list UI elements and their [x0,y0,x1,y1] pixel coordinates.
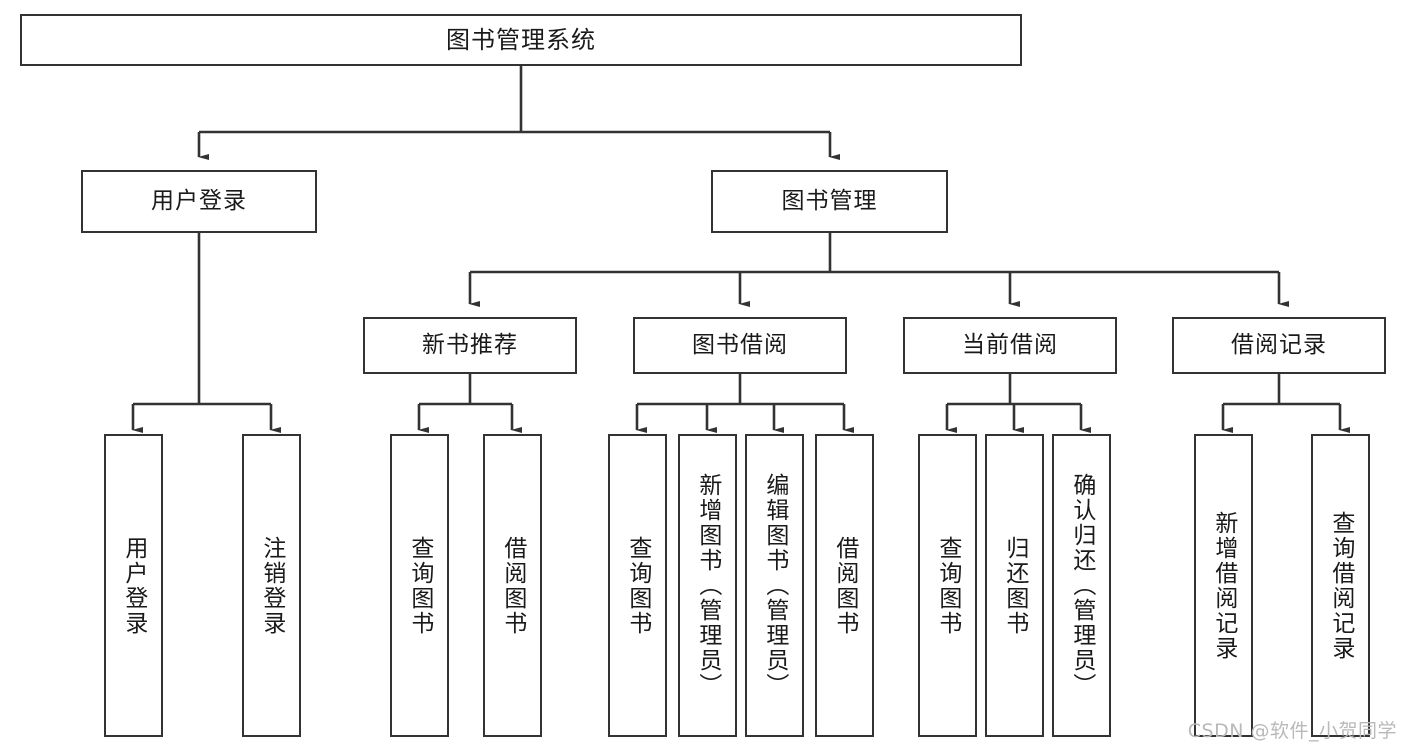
node-root-book-management-system[interactable]: 图书管理系统 [20,14,1022,66]
node-label: 图书管理系统 [446,25,596,54]
leaf-query-borrow-record[interactable]: 查询借阅记录 [1311,434,1370,737]
node-current-borrow[interactable]: 当前借阅 [903,317,1117,374]
csdn-watermark: CSDN @软件_小贺同学 [1187,720,1397,742]
node-label: 注销登录 [258,535,285,636]
node-label: 用户登录 [151,187,247,214]
leaf-query-book-borrow[interactable]: 查询图书 [608,434,667,737]
node-label: 新书推荐 [422,331,518,358]
leaf-borrow-book-recommend[interactable]: 借阅图书 [483,434,542,737]
node-label: 查询图书 [406,535,433,636]
node-book-borrow[interactable]: 图书借阅 [633,317,847,374]
node-book-management[interactable]: 图书管理 [711,170,948,233]
leaf-edit-book-admin[interactable]: 编辑图书（管理员） [745,434,804,737]
node-label: 借阅图书 [499,535,526,636]
node-label: 确认归还（管理员） [1068,473,1095,698]
leaf-return-book[interactable]: 归还图书 [985,434,1044,737]
node-label: 新增图书（管理员） [694,473,721,698]
node-label: 当前借阅 [962,331,1058,358]
node-label: 图书管理 [781,187,878,214]
node-new-book-recommend[interactable]: 新书推荐 [363,317,577,374]
leaf-query-book-current[interactable]: 查询图书 [918,434,977,737]
node-label: 查询借阅记录 [1327,510,1354,661]
node-label: 用户登录 [120,535,147,636]
node-user-login[interactable]: 用户登录 [81,170,317,233]
leaf-query-book-recommend[interactable]: 查询图书 [390,434,449,737]
leaf-borrow-book[interactable]: 借阅图书 [815,434,874,737]
node-label: 编辑图书（管理员） [761,473,788,698]
leaf-add-borrow-record[interactable]: 新增借阅记录 [1194,434,1253,737]
leaf-user-login[interactable]: 用户登录 [104,434,163,737]
leaf-add-book-admin[interactable]: 新增图书（管理员） [678,434,737,737]
node-label: 图书借阅 [692,331,788,358]
node-borrow-records[interactable]: 借阅记录 [1172,317,1386,374]
node-label: 新增借阅记录 [1210,510,1237,661]
leaf-logout[interactable]: 注销登录 [242,434,301,737]
leaf-confirm-return-admin[interactable]: 确认归还（管理员） [1052,434,1111,737]
node-label: 查询图书 [934,535,961,636]
node-label: 借阅记录 [1231,331,1327,358]
node-label: 归还图书 [1001,535,1028,636]
node-label: 借阅图书 [831,535,858,636]
node-label: 查询图书 [624,535,651,636]
